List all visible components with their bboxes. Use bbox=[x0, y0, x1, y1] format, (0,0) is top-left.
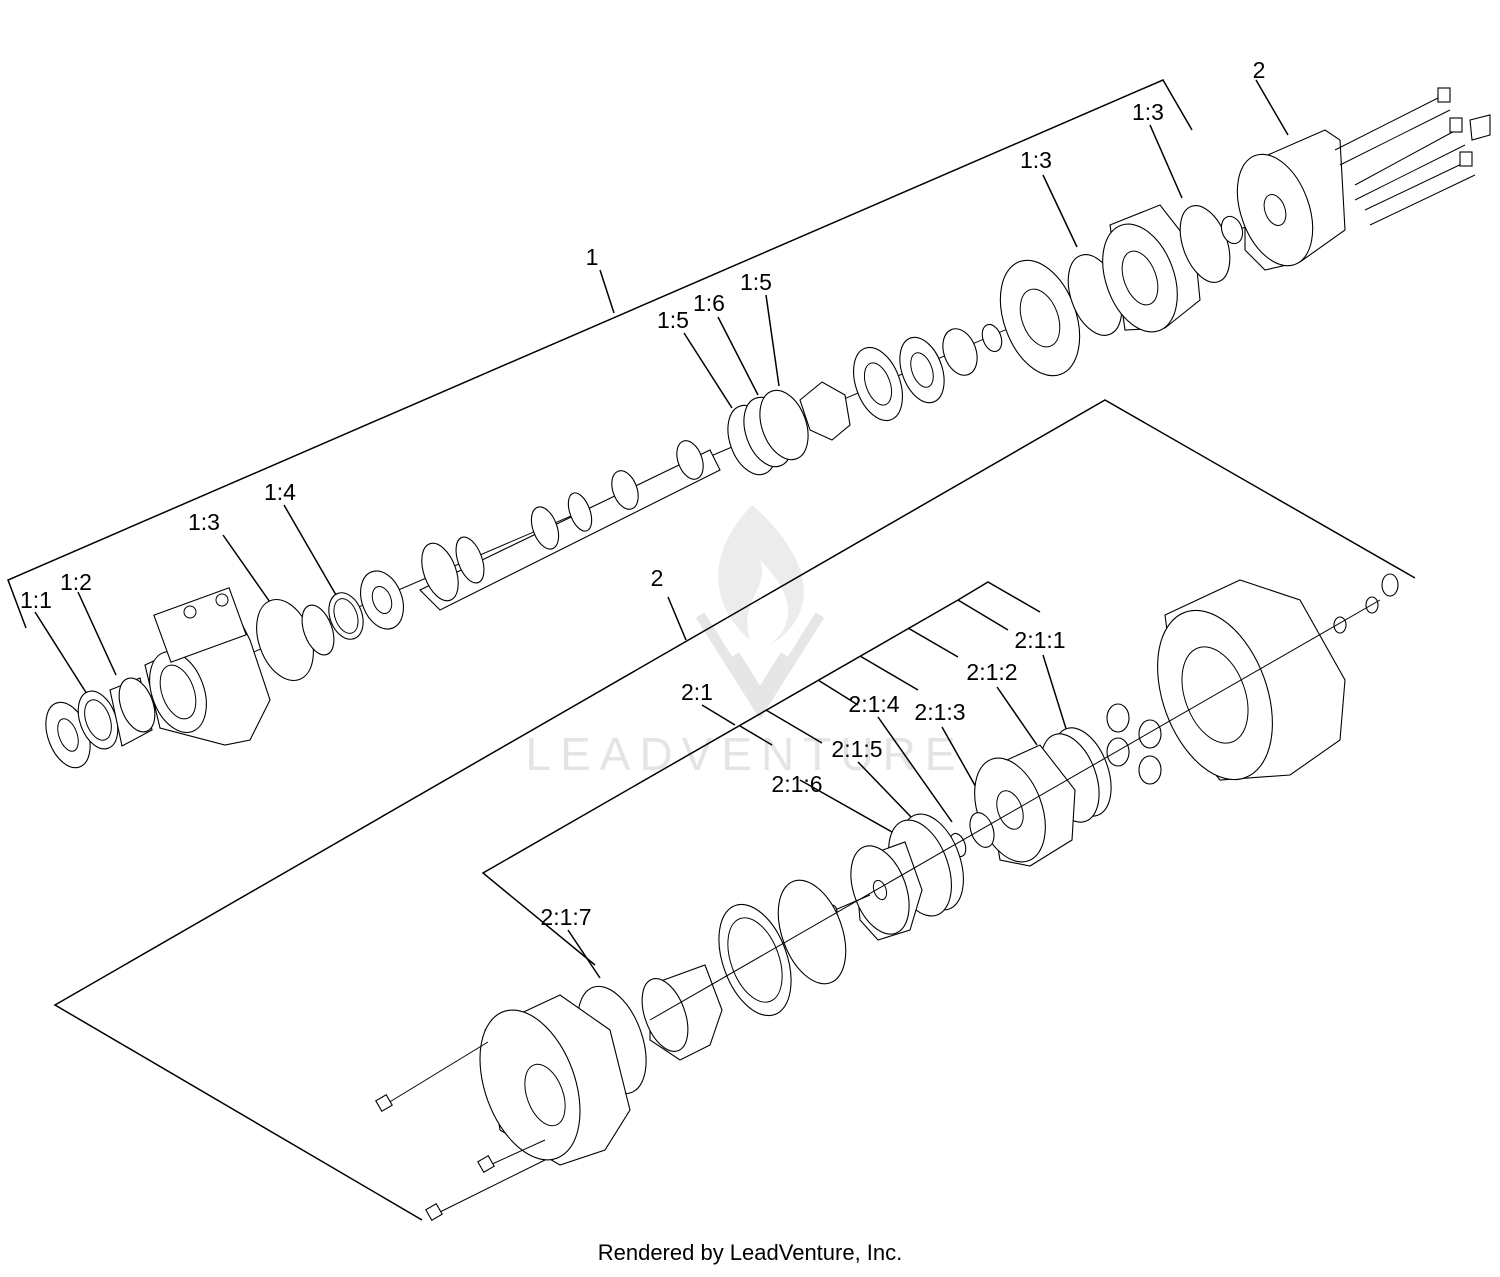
callout-2-1-5: 2:1:5 bbox=[831, 736, 882, 762]
assembly-2-1-bracket bbox=[481, 581, 1041, 966]
callout-1-5-a: 1:5 bbox=[657, 307, 689, 333]
callout-2-1-3: 2:1:3 bbox=[914, 699, 965, 725]
assembly-2-bracket bbox=[53, 399, 1416, 1221]
o-ring-1-5-b bbox=[759, 389, 809, 461]
inner-bearing bbox=[942, 328, 978, 376]
callout-1-2: 1:2 bbox=[60, 569, 92, 595]
callout-1-1: 1:1 bbox=[20, 587, 52, 613]
callout-2-1-4: 2:1:4 bbox=[848, 691, 899, 717]
callout-2-1-2: 2:1:2 bbox=[966, 659, 1017, 685]
callout-1-4: 1:4 bbox=[264, 479, 296, 505]
upper-parts bbox=[45, 204, 1244, 769]
callout-2-top: 2 bbox=[1253, 57, 1266, 83]
callout-labels: 1 2 1:1 1:2 1:3 1:4 1:5 1:6 1:5 1:3 1:3 … bbox=[20, 57, 1265, 930]
ring-2-1-3 bbox=[969, 812, 995, 848]
callout-1: 1 bbox=[586, 244, 599, 270]
watermark-text: LEADVENTURE bbox=[526, 728, 965, 780]
brake-springs bbox=[1106, 703, 1162, 785]
lower-centerline bbox=[649, 599, 1381, 1021]
watermark-logo bbox=[695, 505, 825, 720]
assembly-1-bracket bbox=[7, 79, 1193, 629]
footer-credit: Rendered by LeadVenture, Inc. bbox=[597, 1240, 903, 1265]
ring-gear bbox=[777, 879, 847, 985]
callout-2-1: 2:1 bbox=[681, 679, 713, 705]
callout-1-3-left: 1:3 bbox=[188, 509, 220, 535]
callout-1-6: 1:6 bbox=[693, 290, 725, 316]
callout-1-3-mid: 1:3 bbox=[1020, 147, 1052, 173]
callout-1-3-right: 1:3 bbox=[1132, 99, 1164, 125]
leader-lines bbox=[34, 79, 1289, 979]
end-cap-bolts bbox=[375, 1041, 546, 1221]
callout-2-1-1: 2:1:1 bbox=[1014, 627, 1065, 653]
callout-2-1-7: 2:1:7 bbox=[540, 904, 591, 930]
rotor-star bbox=[899, 336, 945, 404]
output-shaft bbox=[419, 449, 721, 611]
thrust-washer bbox=[360, 570, 404, 630]
callout-2-1-6: 2:1:6 bbox=[771, 771, 822, 797]
brake-housing-top bbox=[1236, 87, 1491, 271]
callout-1-5-b: 1:5 bbox=[740, 269, 772, 295]
callout-2-low: 2 bbox=[651, 565, 664, 591]
retaining-ring-1-4 bbox=[328, 592, 364, 640]
wear-plate bbox=[799, 381, 851, 441]
lower-parts bbox=[375, 573, 1399, 1221]
valve-plate bbox=[853, 346, 903, 422]
